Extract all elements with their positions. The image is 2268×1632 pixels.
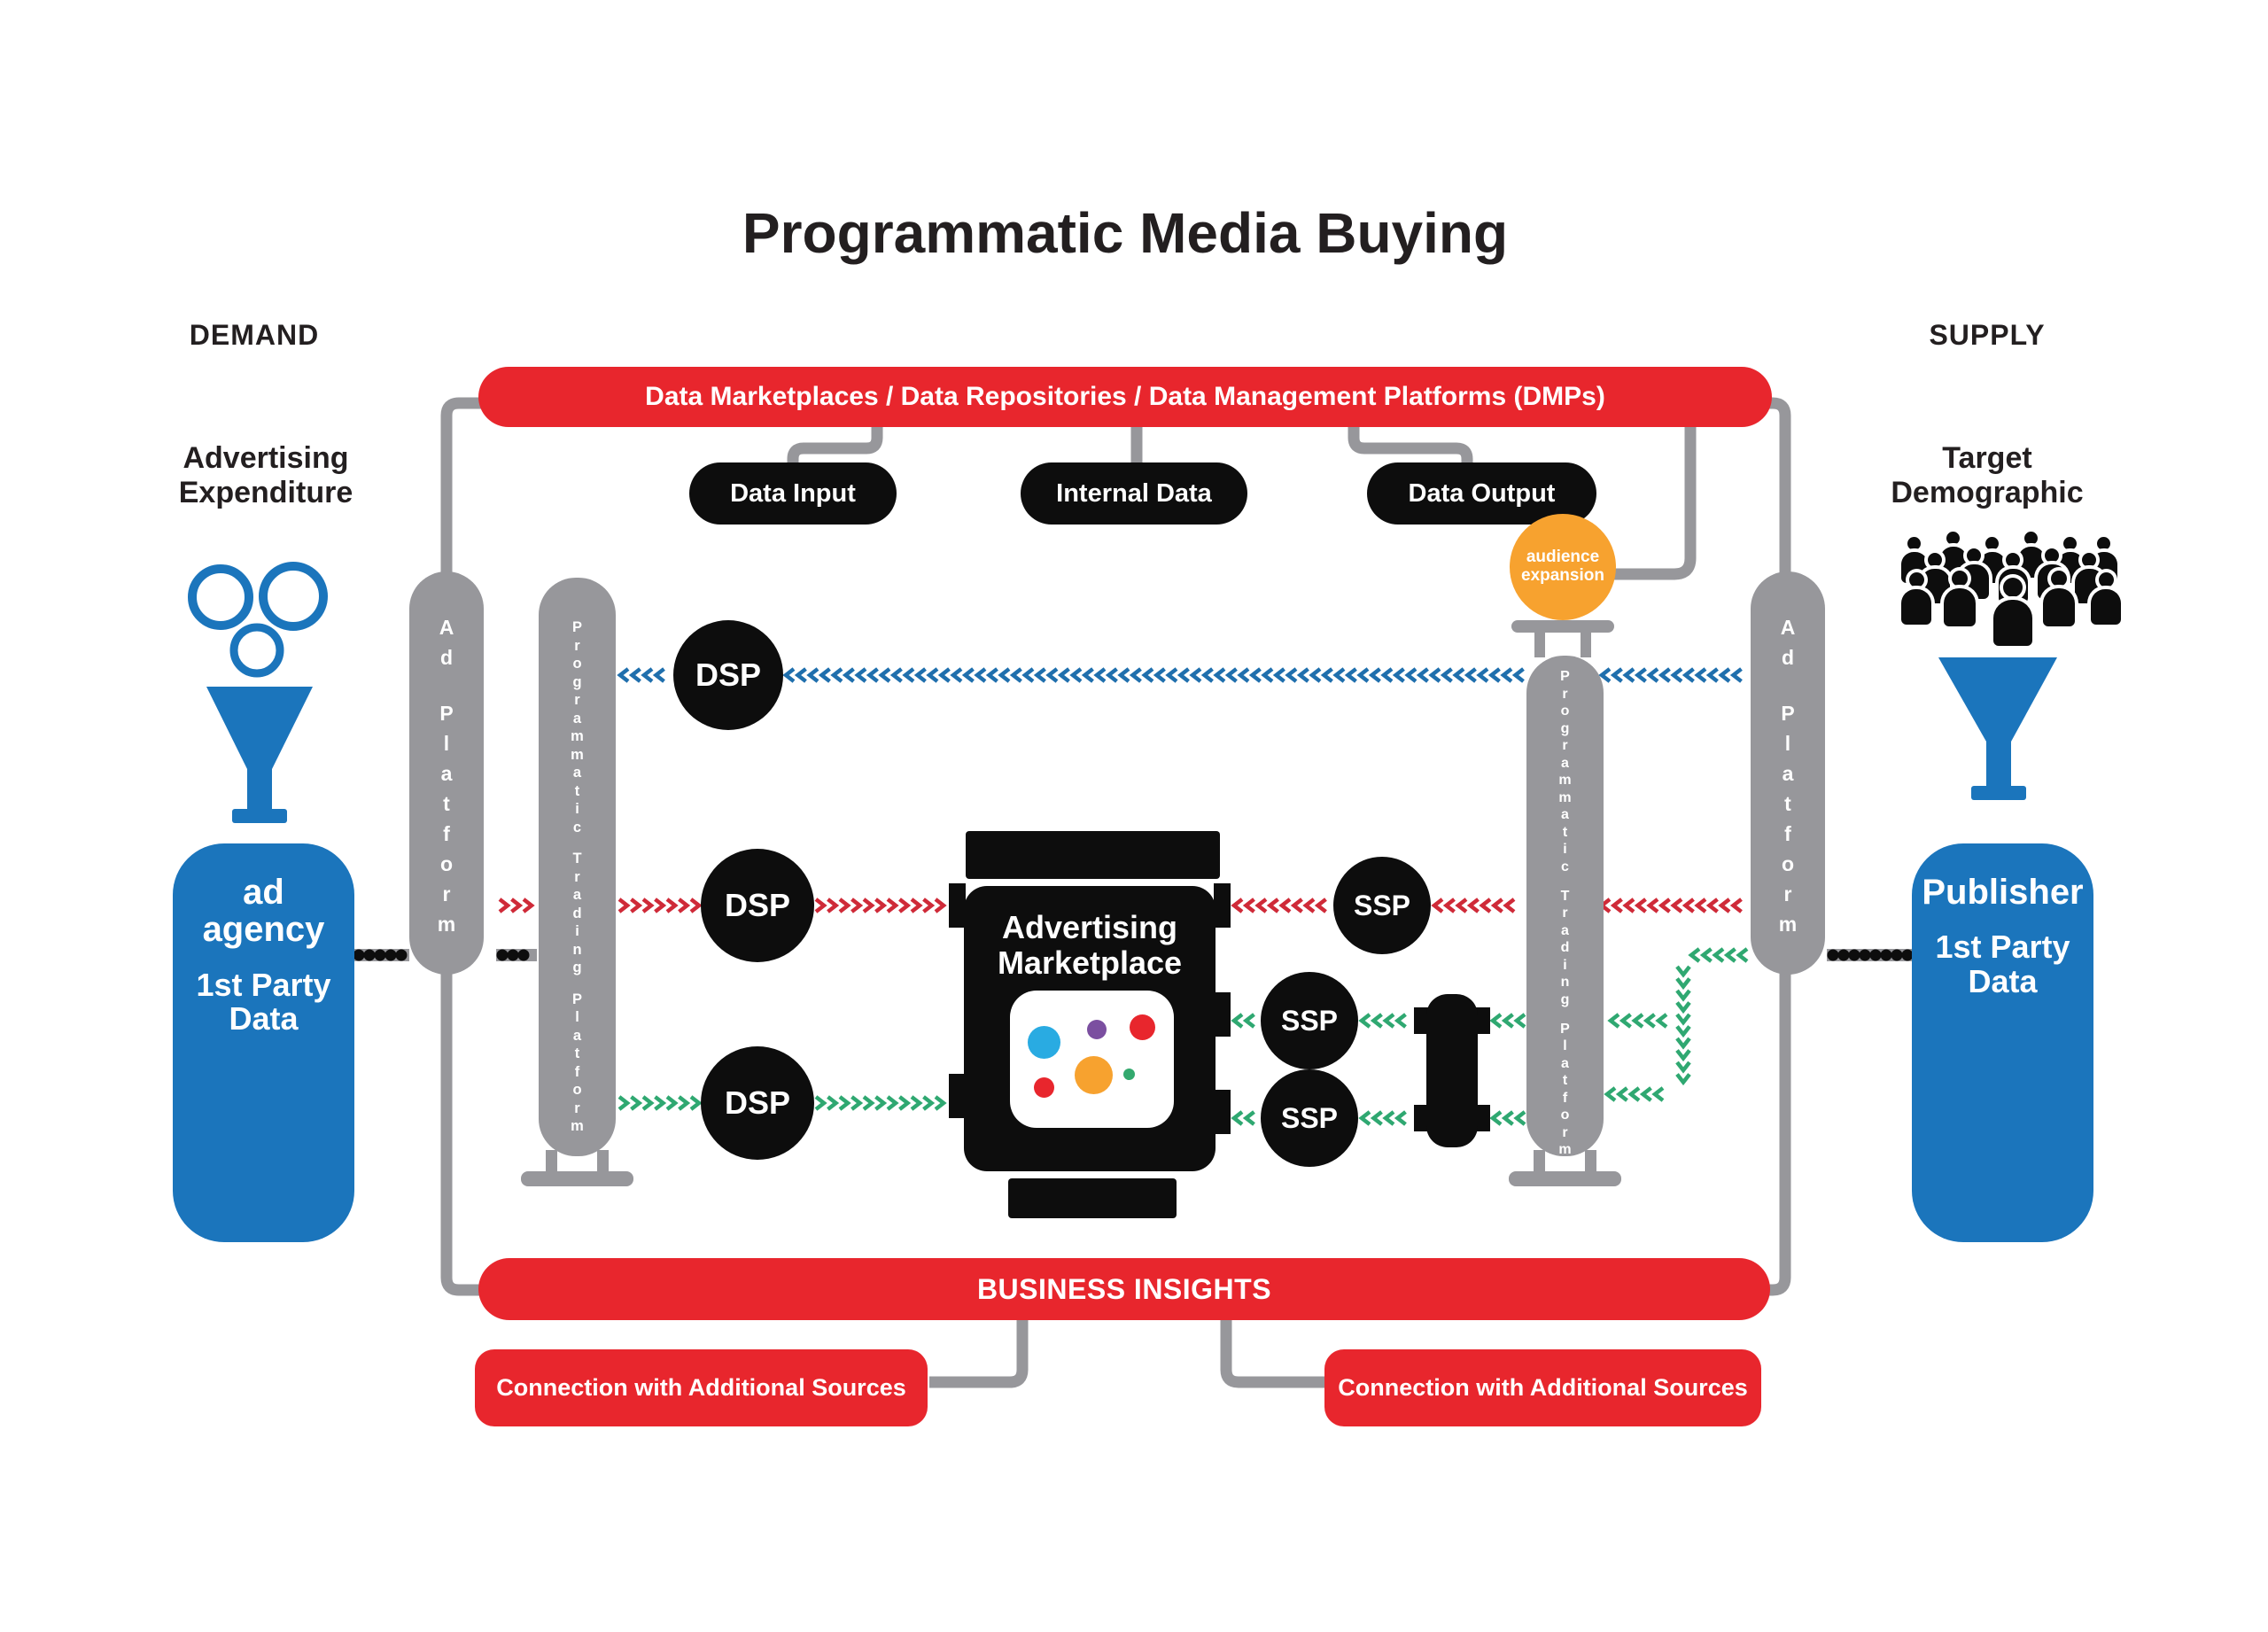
supply-label: SUPPLY	[1929, 318, 2046, 351]
coins-funnel-icon	[188, 562, 328, 823]
marketplace-tab	[1214, 883, 1231, 928]
ad-agency-label: ad agency	[202, 873, 325, 950]
stand-leg	[1534, 633, 1545, 657]
dsp-node-1: DSP	[673, 620, 783, 730]
dsp-node-3: DSP	[701, 1046, 814, 1160]
person-silhouette	[2043, 571, 2076, 626]
ssp-node-2: SSP	[1261, 972, 1358, 1069]
window-dot-red-small	[1034, 1077, 1054, 1098]
trading-platform-right-base	[1509, 1171, 1621, 1186]
stand-leg	[546, 1150, 557, 1173]
business-insights-banner: BUSINESS INSIGHTS	[478, 1258, 1770, 1320]
window-dot-blue	[1028, 1026, 1060, 1059]
demand-label: DEMAND	[189, 318, 320, 351]
audience-expansion-node: audience expansion	[1510, 514, 1616, 620]
marketplace-bottom-bar	[1008, 1178, 1177, 1218]
target-demographic-heading: Target Demographic	[1891, 441, 2084, 509]
stand-leg	[597, 1150, 609, 1173]
trading-platform-right-cap	[1511, 620, 1614, 633]
marketplace-label: Advertising Marketplace	[997, 908, 1183, 981]
window-dot-green	[1123, 1069, 1135, 1080]
advertising-expenditure-heading: Advertising Expenditure	[178, 441, 353, 509]
marketplace-tab	[1214, 1090, 1231, 1134]
trading-platform-left-base	[521, 1171, 633, 1186]
crowd-icon	[1901, 532, 2123, 656]
publisher-first-party-data: 1st Party Data	[1935, 929, 2070, 999]
stand-leg	[1585, 1150, 1596, 1173]
stand-leg	[1581, 633, 1591, 657]
person-silhouette	[1901, 572, 1931, 625]
connection-sources-box-right: Connection with Additional Sources	[1324, 1349, 1761, 1426]
audience-expansion-label: audience expansion	[1521, 548, 1604, 585]
publisher-label: Publisher	[1922, 873, 2084, 912]
stand-leg	[1534, 1150, 1545, 1173]
ssp-node-1: SSP	[1333, 857, 1431, 954]
internal-data-pill: Internal Data	[1021, 462, 1247, 525]
page-title: Programmatic Media Buying	[742, 201, 1509, 265]
person-silhouette	[2091, 572, 2121, 625]
publisher-cylinder: Publisher 1st Party Data	[1912, 843, 2093, 1242]
ssp-node-3: SSP	[1261, 1069, 1358, 1167]
ad-agency-first-party-data: 1st Party Data	[196, 966, 331, 1037]
connector-pill-tab	[1476, 1105, 1490, 1131]
ad-agency-cylinder: ad agency 1st Party Data	[173, 843, 354, 1242]
marketplace-tab	[1214, 992, 1231, 1037]
window-dot-purple	[1087, 1020, 1107, 1039]
ssp-connector-pill	[1426, 994, 1478, 1147]
window-dot-orange	[1075, 1056, 1113, 1094]
funnel-icon	[1938, 657, 2057, 800]
marketplace-tab	[949, 1074, 966, 1118]
connector-pill-tab	[1414, 1007, 1428, 1034]
dmp-banner: Data Marketplaces / Data Repositories / …	[478, 367, 1772, 427]
window-dot-red	[1130, 1014, 1155, 1040]
connector-pill-tab	[1414, 1105, 1428, 1131]
dsp-node-2: DSP	[701, 849, 814, 962]
connection-sources-box-left: Connection with Additional Sources	[475, 1349, 928, 1426]
person-silhouette	[1993, 578, 2033, 646]
person-silhouette	[1944, 571, 1977, 626]
connector-pill-tab	[1476, 1007, 1490, 1034]
person-silhouette	[1999, 553, 2028, 603]
marketplace-tab	[949, 883, 966, 928]
marketplace-top-bar	[966, 831, 1220, 879]
data-input-pill: Data Input	[689, 462, 897, 525]
person-silhouette	[2075, 553, 2104, 603]
